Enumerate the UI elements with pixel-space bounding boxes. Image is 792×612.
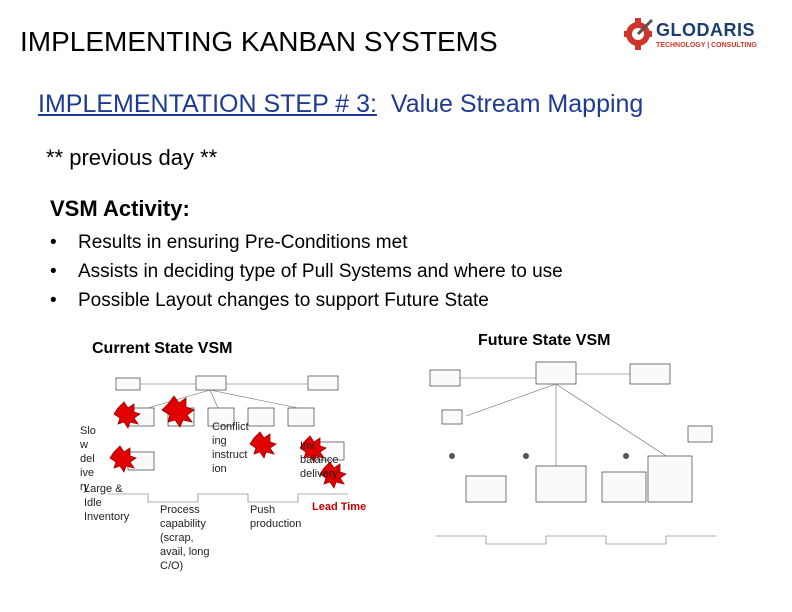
company-logo: GLODARIS TECHNOLOGY | CONSULTING <box>622 14 762 54</box>
step-label: IMPLEMENTATION STEP # 3: <box>38 90 377 118</box>
bullet-item: Results in ensuring Pre-Conditions met <box>50 228 563 257</box>
note-lead-time: Lead Time <box>312 501 367 513</box>
current-state-vsm-diagram <box>108 375 348 503</box>
note-large-idle-inventory: Large & Idle Inventory <box>84 483 130 523</box>
logo-tagline: TECHNOLOGY | CONSULTING <box>656 42 757 49</box>
current-state-caption: Current State VSM <box>92 340 233 357</box>
step-heading: IMPLEMENTATION STEP # 3: Value Stream Ma… <box>38 90 643 119</box>
note-slow-delivery: Slo w del ive ry <box>80 425 96 493</box>
future-state-vsm-diagram <box>429 361 716 545</box>
note-process-capability: Process capability (scrap, avail, long C… <box>160 504 210 572</box>
step-title: Value Stream Mapping <box>390 90 644 118</box>
logo-brand: GLODARIS <box>656 20 756 40</box>
bullet-item: Possible Layout changes to support Futur… <box>50 286 563 315</box>
future-state-caption: Future State VSM <box>478 332 611 349</box>
page-title: IMPLEMENTING KANBAN SYSTEMS <box>20 26 498 57</box>
logo-gear-icon <box>624 18 654 50</box>
note-push-production: Push production <box>250 504 302 530</box>
subtitle: ** previous day ** <box>46 145 218 170</box>
note-conflicting-instruction: Conflict ing instruct ion <box>212 421 249 475</box>
activity-heading: VSM Activity: <box>50 196 190 221</box>
activity-bullets: Results in ensuring Pre-Conditions met A… <box>50 228 563 315</box>
note-inventory-delivery: Inv balance delivery <box>300 440 339 480</box>
bullet-item: Assists in deciding type of Pull Systems… <box>50 257 563 286</box>
